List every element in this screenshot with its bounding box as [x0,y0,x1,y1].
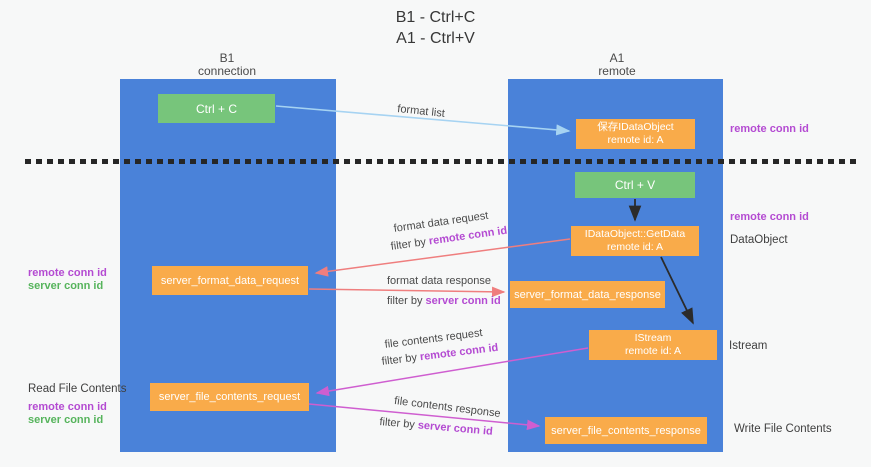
left-label-server-conn-id-2: server conn id [28,414,104,426]
ctrl-c-box: Ctrl + C [158,94,275,123]
arrow-format-data-request [314,238,571,277]
arrow-file-contents-response [308,403,541,431]
arrow-label-format-data-response: format data response [387,275,491,287]
istream-line2: remote id: A [624,345,682,357]
save-idataobject-line1: 保存IDataObject [597,121,674,133]
server-format-data-response-label: server_format_data_response [514,288,661,301]
server-file-contents-response-label: server_file_contents_response [551,424,701,437]
filter-by-text: filter by [387,295,426,307]
lifeline-header-b1: B1 connection [157,52,297,78]
idataobject-getdata-box: IDataObject::GetData remote id: A [571,226,699,256]
server-file-contents-request-label: server_file_contents_request [158,391,301,403]
ctrl-v-label: Ctrl + V [614,178,656,192]
server-file-contents-request-box: server_file_contents_request [150,383,309,411]
ctrl-c-label: Ctrl + C [195,101,237,116]
server-file-contents-response-box: server_file_contents_response [545,417,707,444]
server-format-data-request-label: server_format_data_request [160,274,300,287]
lifeline-header-b1-role: connection [197,64,257,78]
lifeline-header-a1-name: A1 [609,51,625,65]
getdata-line1: IDataObject::GetData [584,228,686,240]
filter-key-server-conn-id: server conn id [425,295,501,307]
arrow-file-contents-request [315,347,589,397]
right-label-write-file-contents: Write File Contents [734,423,832,435]
right-label-dataobject: DataObject [730,234,788,246]
session-divider-line [25,159,861,164]
lifeline-header-a1: A1 remote [547,52,687,78]
istream-box: IStream remote id: A [589,330,717,360]
right-label-remote-conn-id-1: remote conn id [730,123,809,135]
arrow-getdata-to-istream [660,256,694,325]
arrow-format-list [275,105,571,136]
right-label-istream: Istream [729,340,768,352]
save-idataobject-box: 保存IDataObject remote id: A [576,119,695,149]
title-line-2: A1 - Ctrl+V [396,30,475,47]
ctrl-v-box: Ctrl + V [575,172,695,198]
left-label-server-conn-id-1: server conn id [28,280,104,292]
left-label-remote-conn-id-1: remote conn id [28,267,107,279]
save-idataobject-line2: remote id: A [607,134,664,146]
right-label-remote-conn-id-2: remote conn id [730,211,809,223]
getdata-line2: remote id: A [606,241,664,253]
lifeline-header-a1-role: remote [598,64,636,78]
arrow-format-data-response [308,286,506,298]
title-line-1: B1 - Ctrl+C [395,9,476,26]
server-format-data-request-box: server_format_data_request [152,266,308,295]
lifeline-header-b1-name: B1 [219,51,235,65]
page-title: B1 - Ctrl+C A1 - Ctrl+V [0,7,871,49]
left-label-remote-conn-id-2: remote conn id [28,401,107,413]
left-label-read-file-contents: Read File Contents [28,383,127,395]
arrow-label-format-response-filter: filter by server conn id [387,295,501,307]
server-format-data-response-box: server_format_data_response [510,281,665,308]
istream-line1: IStream [634,332,672,344]
